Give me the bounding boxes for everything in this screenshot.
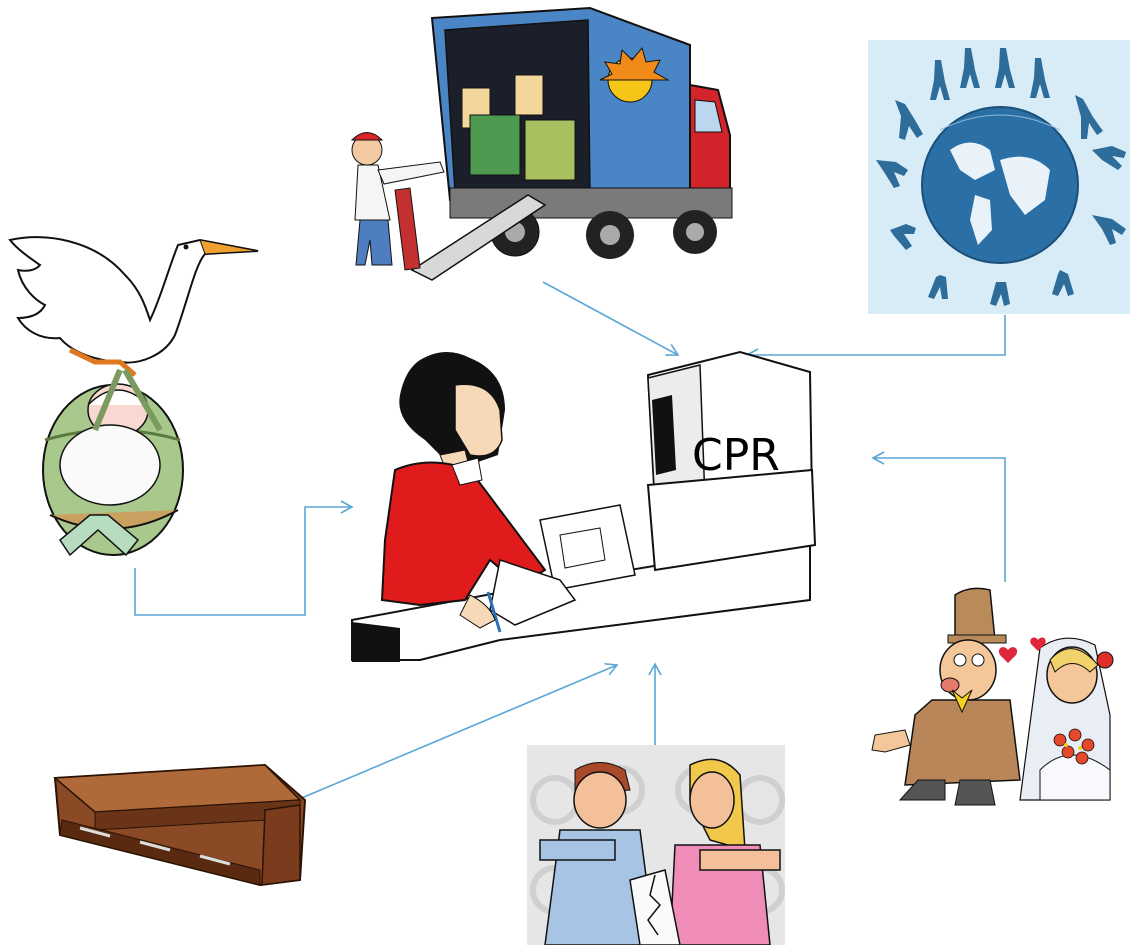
wedding-couple-icon bbox=[871, 587, 1114, 806]
arrow-marriage-to-registry bbox=[871, 451, 1006, 582]
arrow-migration-to-registry bbox=[745, 315, 1006, 362]
coffin-icon bbox=[53, 763, 307, 887]
clerk-at-computer-icon bbox=[351, 350, 817, 662]
connector-arrows bbox=[134, 281, 1006, 806]
arrow-moving-to-registry bbox=[542, 281, 680, 356]
moving-truck-icon bbox=[350, 6, 733, 281]
arrow-birth-to-registry bbox=[134, 500, 354, 616]
stork-baby-icon bbox=[8, 236, 259, 557]
arrow-death-to-registry bbox=[284, 662, 619, 806]
divorce-couple-icon bbox=[527, 745, 785, 945]
globe-people-icon bbox=[868, 40, 1130, 314]
cpr-label: CPR bbox=[692, 430, 780, 481]
